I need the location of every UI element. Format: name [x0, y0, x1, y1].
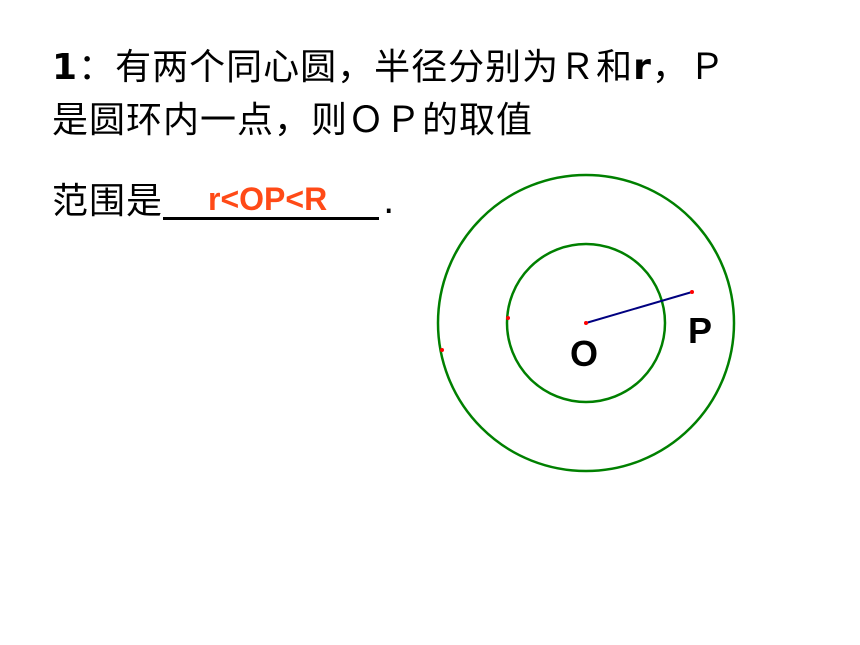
problem-number: 1 [52, 47, 79, 88]
problem-line-1-text: 有两个同心圆，半径分别为Ｒ和 [115, 47, 634, 88]
center-dot [584, 321, 588, 325]
answer-text: r<OP<R [208, 181, 328, 217]
answer-blank [163, 183, 380, 220]
segment-op [585, 291, 693, 324]
problem-line-2: 是圆环内一点，则ＯＰ的取值 [52, 100, 534, 141]
label-p: P [688, 310, 712, 351]
label-o: O [570, 333, 598, 374]
outer-circle [436, 173, 736, 473]
small-r-symbol: r [633, 47, 652, 88]
period: . [383, 181, 396, 222]
point-p-dot [690, 290, 694, 294]
problem-line-1: 1：有两个同心圆，半径分别为Ｒ和r，Ｐ [52, 50, 726, 86]
problem-colon: ： [78, 47, 116, 88]
outer-circle-dot [440, 348, 444, 352]
problem-line-3: 范围是. [52, 183, 395, 220]
inner-circle [505, 242, 667, 404]
range-lead-text: 范围是 [52, 181, 164, 222]
inner-circle-dot [506, 316, 510, 320]
problem-line-1-tail: ，Ｐ [651, 47, 726, 88]
